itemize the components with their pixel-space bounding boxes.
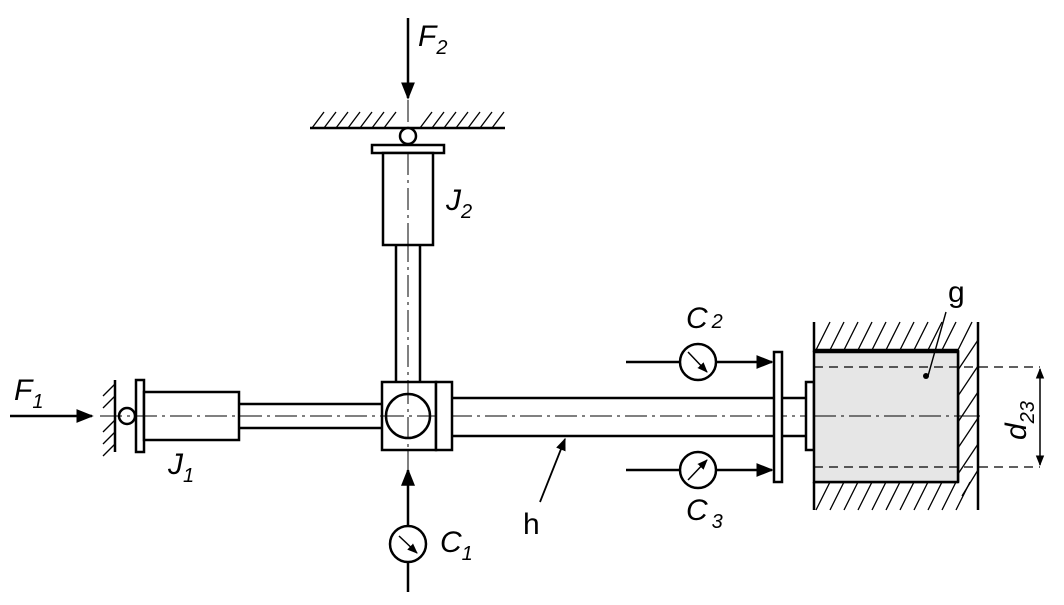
g-pointer-line bbox=[927, 311, 947, 377]
label-f2: F2 bbox=[418, 20, 447, 59]
top-wall-hatching bbox=[311, 111, 505, 129]
right-loading-plate bbox=[772, 350, 784, 484]
label-c1: C1 bbox=[440, 526, 473, 565]
vertical-rod bbox=[394, 245, 422, 382]
label-h: h bbox=[523, 508, 540, 541]
top-ball-bearing bbox=[398, 126, 418, 146]
h-pointer-arrow bbox=[539, 437, 566, 503]
clamp-block-g bbox=[812, 350, 960, 484]
block-g-center-dot bbox=[923, 373, 929, 379]
label-j1: J1 bbox=[167, 448, 194, 487]
left-wall bbox=[102, 380, 117, 457]
label-g: g bbox=[948, 276, 965, 309]
left-rod bbox=[239, 402, 382, 430]
central-block-flange bbox=[434, 380, 454, 452]
label-j2: J2 bbox=[445, 184, 472, 223]
label-f1: F1 bbox=[14, 374, 43, 413]
specimen-bar-h bbox=[452, 396, 776, 438]
label-d23: d23 bbox=[1000, 401, 1039, 440]
right-fixture-hatching bbox=[815, 321, 979, 511]
